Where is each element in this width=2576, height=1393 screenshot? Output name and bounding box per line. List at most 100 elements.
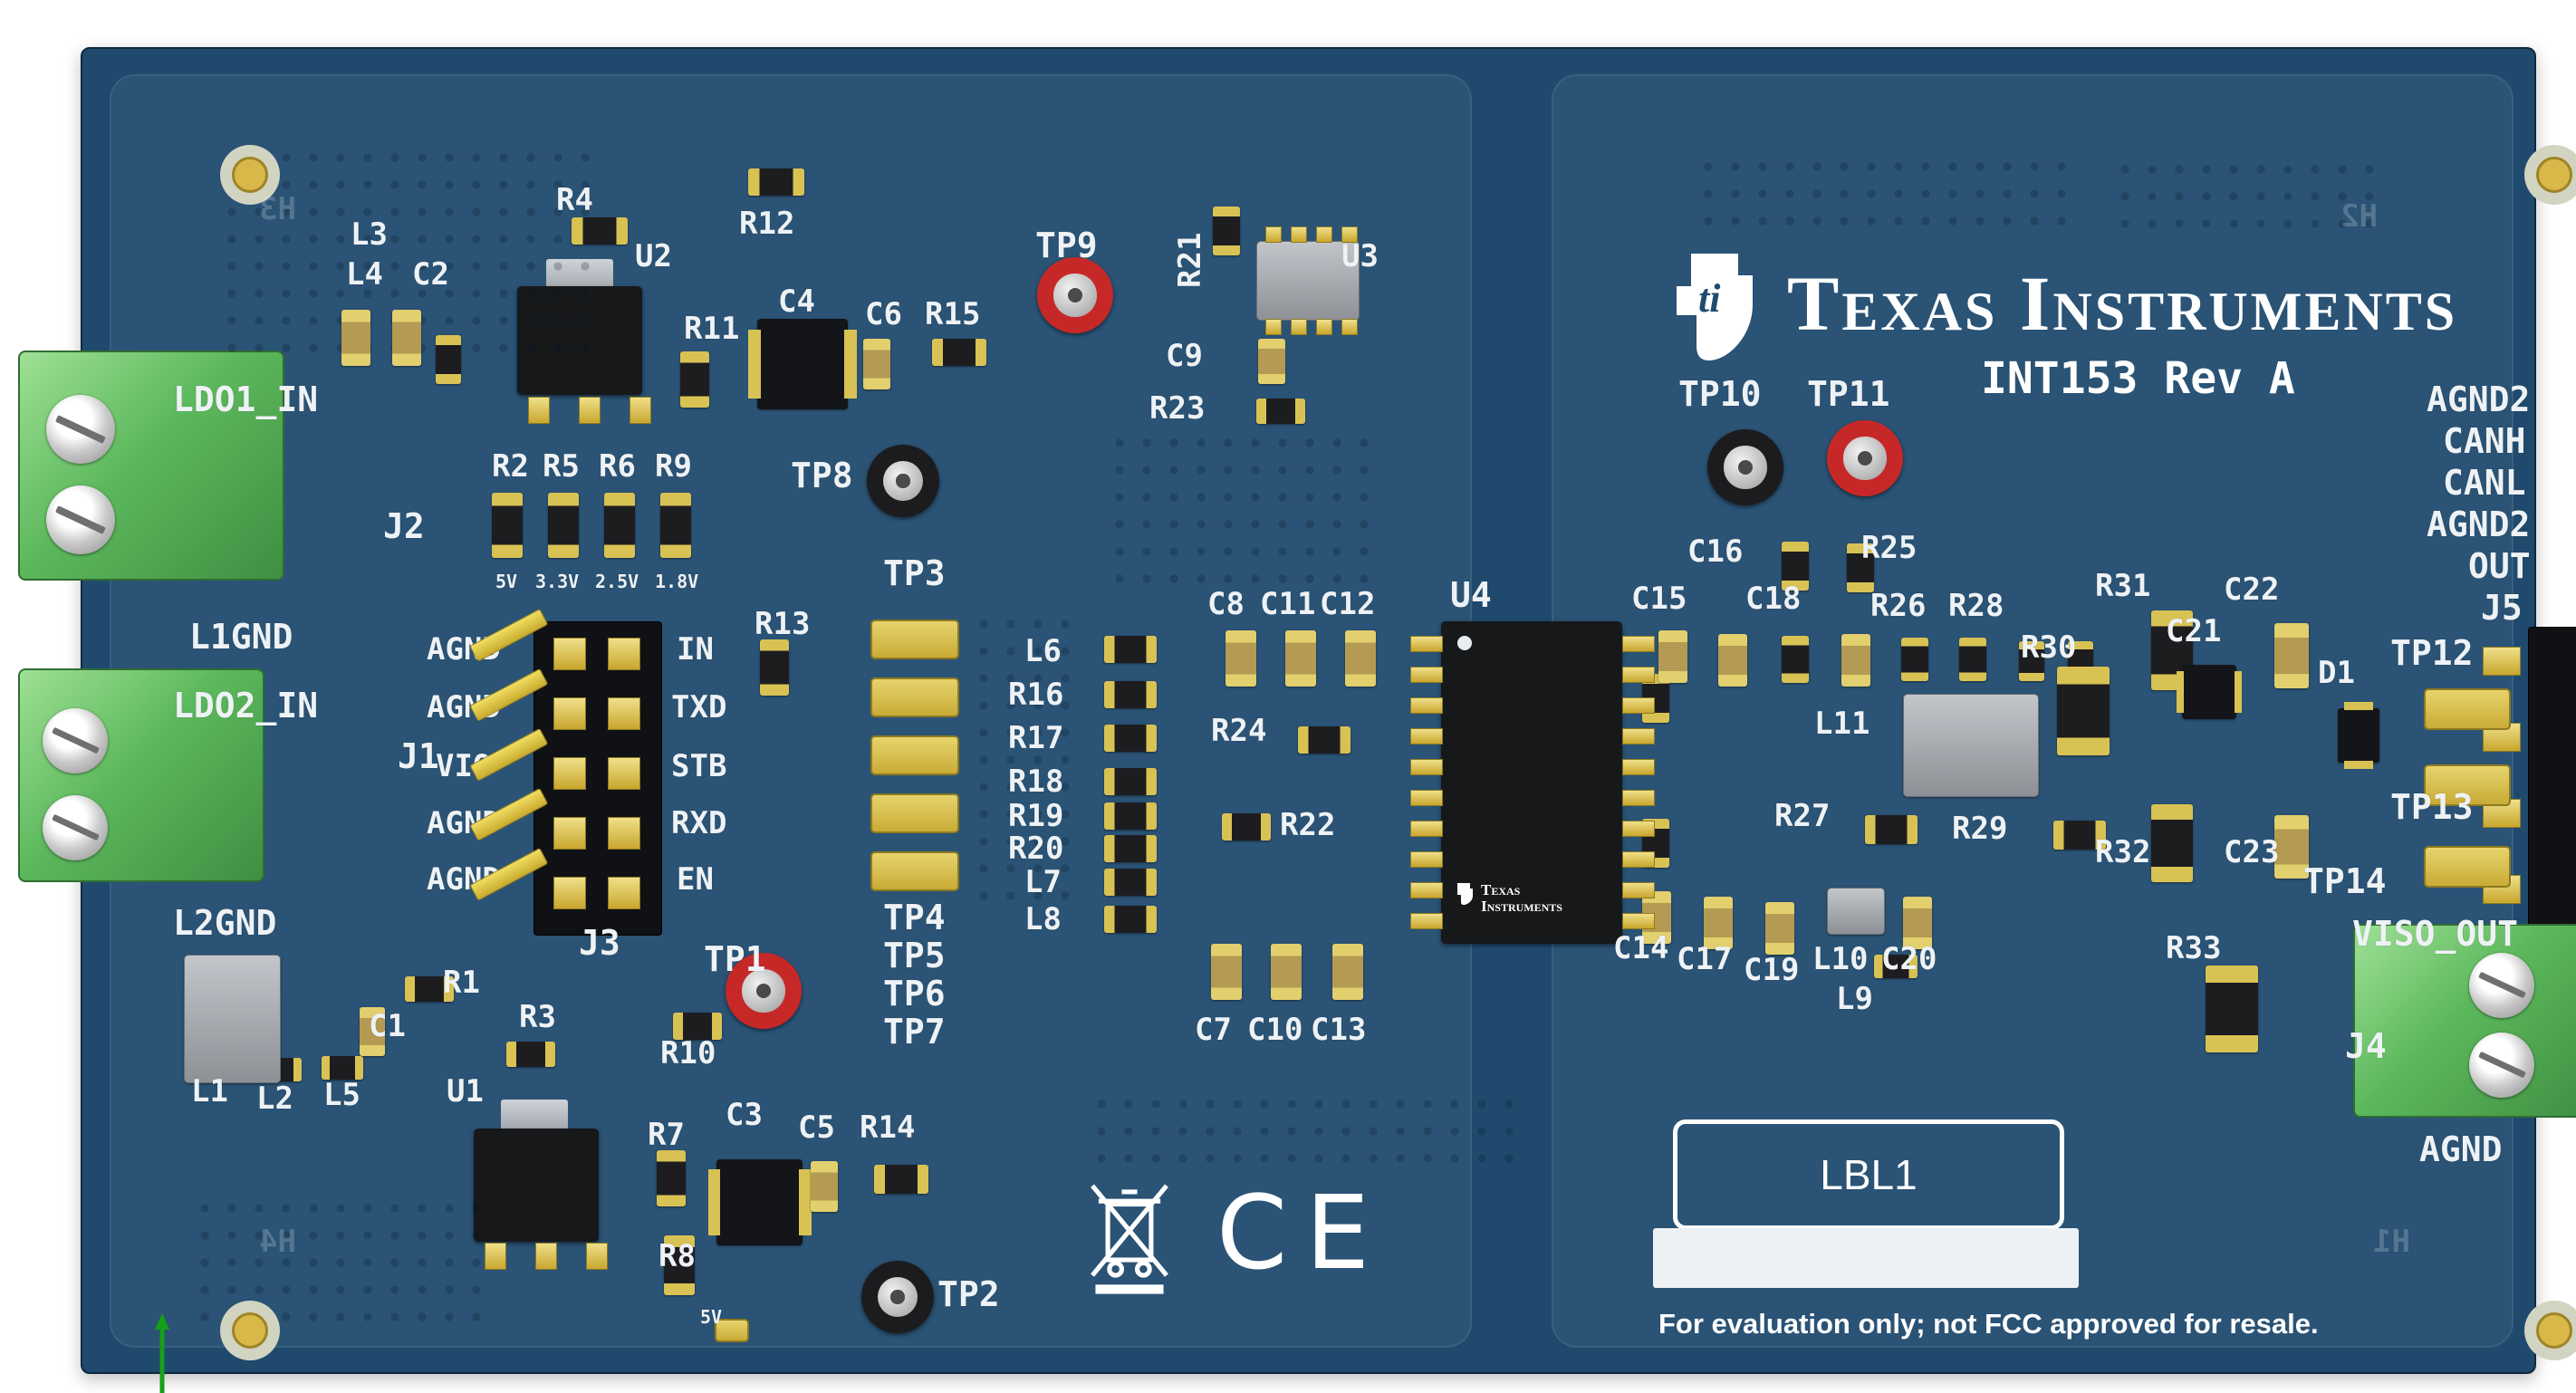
component-cube: [748, 319, 857, 409]
silkscreen-label-tp6: TP6: [883, 974, 946, 1014]
connector-j1: [18, 668, 264, 882]
component-gray: [184, 955, 281, 1083]
component-cap: [2274, 623, 2309, 688]
test-pad: [2424, 764, 2511, 806]
j3-pin: [553, 697, 586, 730]
test-point-center: [877, 1276, 918, 1318]
u4-pin-left: [1410, 821, 1443, 837]
component-res: [1104, 869, 1157, 896]
silkscreen-label-ldo2-in: LDO2_IN: [173, 686, 319, 725]
silkscreen-label-j4: J4: [2345, 1026, 2387, 1066]
silkscreen-label-l1: L1: [191, 1073, 228, 1110]
component-cap: [1345, 630, 1376, 687]
u4-pin-left: [1410, 759, 1443, 775]
silkscreen-label-tp13: TP13: [2390, 787, 2474, 827]
component-res: [1959, 638, 1986, 681]
component-res: [1104, 906, 1157, 933]
test-pad: [870, 851, 959, 891]
component-res: [604, 493, 635, 558]
component-cap: [1332, 944, 1363, 1000]
component-res: [1104, 768, 1157, 795]
mounting-hole-pad: [232, 1312, 268, 1349]
silkscreen-label-c8: C8: [1207, 586, 1245, 622]
silkscreen-label-u2: U2: [635, 238, 672, 274]
component-res: [748, 168, 804, 196]
silkscreen-label-tp4: TP4: [883, 898, 946, 937]
silkscreen-label-r24: R24: [1211, 713, 1267, 749]
u4-pin-right: [1622, 821, 1655, 837]
silkscreen-label-r18: R18: [1008, 764, 1064, 800]
component-cap: [341, 310, 370, 366]
component-res: [673, 1013, 722, 1040]
silkscreen-label-r28: R28: [1948, 588, 2004, 624]
silkscreen-label-u4: U4: [1450, 575, 1492, 615]
u4-pin-right: [1622, 728, 1655, 745]
j3-pin: [608, 877, 640, 909]
component-res: [322, 1056, 363, 1080]
component-res: [2019, 641, 2044, 681]
silkscreen-label-en: EN: [677, 861, 714, 898]
silkscreen-label-c13: C13: [1311, 1012, 1367, 1048]
u4-pin-right: [1622, 851, 1655, 868]
silkscreen-label-tp10: TP10: [1678, 374, 1762, 414]
component-cap: [1704, 897, 1733, 949]
j2-screw-1: [46, 395, 115, 464]
test-point-center: [1724, 446, 1767, 489]
test-point-center: [1843, 437, 1887, 480]
component-res: [1104, 725, 1157, 752]
silkscreen-label-5v: 5V: [700, 1306, 723, 1328]
component-cap: [1658, 630, 1687, 683]
axis-triad: z x: [117, 1306, 271, 1393]
j2-screw-2: [46, 485, 115, 554]
silkscreen-label-c20: C20: [1881, 941, 1937, 977]
component-res: [1104, 636, 1157, 663]
via-array: [1088, 1090, 1514, 1172]
j1-screw-1: [43, 708, 108, 773]
test-point-tp9: [1037, 257, 1113, 333]
silkscreen-label-tp8: TP8: [791, 456, 853, 495]
silkscreen-label-r9: R9: [655, 448, 692, 485]
via-array: [970, 610, 1079, 918]
ti-brand-text: Texas Instruments: [1787, 260, 2458, 347]
mounting-hole-pad: [232, 157, 268, 193]
test-point-tp1: [726, 953, 802, 1029]
mounting-hole: [220, 145, 280, 205]
silkscreen-label-r3: R3: [519, 999, 556, 1035]
silkscreen-label-j1: J1: [398, 736, 439, 776]
silkscreen-label-c21: C21: [2166, 613, 2222, 649]
board-revision: INT153 Rev A: [1981, 353, 2295, 404]
test-point-center: [1053, 274, 1097, 317]
u4-ti-logo: Texas Instruments: [1454, 882, 1597, 915]
u4-pin-left: [1410, 697, 1443, 714]
component-res: [1298, 726, 1350, 754]
component-res: [1222, 813, 1271, 841]
test-pad: [870, 735, 959, 775]
test-point-tp10: [1707, 429, 1783, 505]
silkscreen-label-c12: C12: [1320, 586, 1376, 622]
silkscreen-label-tp5: TP5: [883, 936, 946, 975]
silkscreen-label-r14: R14: [860, 1110, 916, 1146]
component-cap: [863, 339, 890, 389]
component-cap: [360, 1007, 385, 1056]
silkscreen-label-r11: R11: [684, 311, 740, 347]
svg-text:ti: ti: [1698, 276, 1721, 321]
component-diode: [2338, 701, 2379, 770]
test-pad: [870, 677, 959, 717]
silkscreen-label-r6: R6: [599, 448, 636, 485]
silkscreen-label-l9: L9: [1836, 981, 1873, 1017]
silkscreen-label-c2: C2: [412, 256, 449, 293]
u4-pin-right: [1622, 913, 1655, 929]
silkscreen-label-agnd2: AGND2: [2427, 504, 2531, 544]
silkscreen-label-r16: R16: [1008, 677, 1064, 713]
u4-pin-left: [1410, 882, 1443, 898]
silkscreen-label-r5: R5: [543, 448, 580, 485]
silkscreen-label-canh: CANH: [2443, 421, 2526, 461]
component-cap: [811, 1161, 838, 1212]
component-cap: [1765, 902, 1794, 955]
silkscreen-label-r7: R7: [648, 1117, 685, 1153]
component-res: [1847, 543, 1874, 592]
silkscreen-label-c23: C23: [2224, 834, 2280, 870]
u4-pin-right: [1622, 667, 1655, 683]
j3-pin: [553, 817, 586, 850]
